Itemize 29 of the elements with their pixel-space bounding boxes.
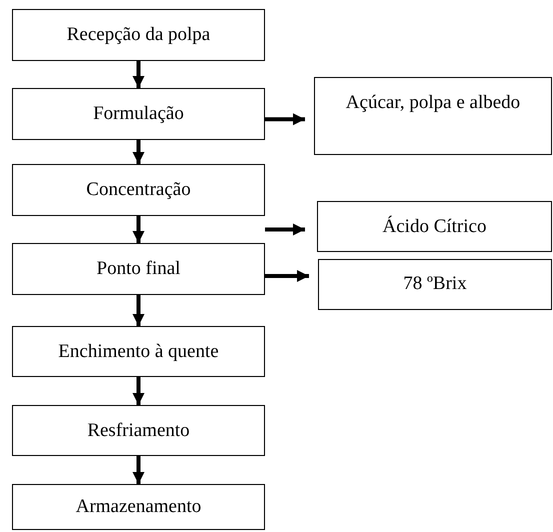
step-label: Armazenamento <box>76 496 202 518</box>
process-box <box>12 326 265 377</box>
arrow <box>265 224 305 236</box>
process-box <box>314 77 552 155</box>
process-box <box>12 484 265 530</box>
process-box <box>317 201 552 252</box>
step-label: Concentração <box>86 179 191 201</box>
process-box <box>12 164 265 216</box>
step-label: 78 ºBrix <box>403 273 467 295</box>
process-box <box>12 9 265 61</box>
step-label: Resfriamento <box>87 420 190 442</box>
arrow <box>132 140 144 164</box>
step-label: Enchimento à quente <box>58 340 219 362</box>
process-box <box>12 405 265 456</box>
arrow <box>132 377 144 405</box>
arrow <box>132 456 144 484</box>
arrow <box>132 216 144 243</box>
step-label: Formulação <box>93 103 184 125</box>
process-box <box>12 243 265 295</box>
step-label: Recepção da polpa <box>66 24 210 46</box>
step-label: Açúcar, polpa e albedo <box>346 92 520 114</box>
step-label: Ponto final <box>96 258 180 280</box>
arrow <box>265 270 309 282</box>
step-label: Ácido Cítrico <box>382 216 486 238</box>
process-box <box>12 88 265 140</box>
arrow <box>132 295 144 326</box>
arrow <box>132 61 144 88</box>
process-box <box>318 259 552 310</box>
arrow <box>265 113 305 126</box>
